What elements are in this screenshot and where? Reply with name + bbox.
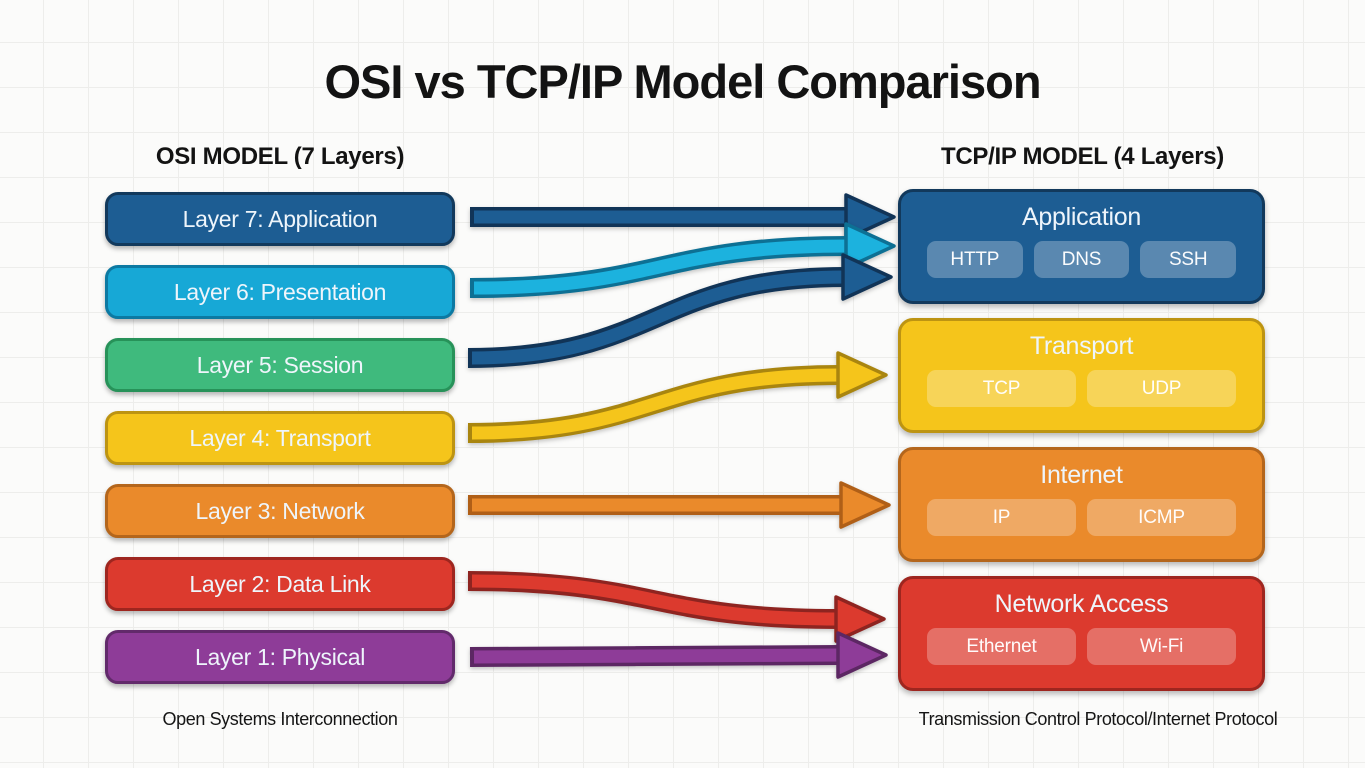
- osi-layer-label: Layer 3: Network: [195, 497, 365, 524]
- osi-layer-label: Layer 4: Transport: [189, 424, 371, 451]
- protocol-chip-ssh: SSH: [1140, 241, 1237, 278]
- osi-layer-6-presentation: Layer 6: Presentation: [105, 265, 455, 319]
- osi-layer-7-application: Layer 7: Application: [105, 192, 455, 246]
- tcpip-layer-title: Internet: [1040, 461, 1123, 489]
- protocol-chip-ip: IP: [927, 499, 1076, 536]
- arrow-layer7-to-application: [470, 193, 896, 241]
- arrow-layer2-to-network-access: [467, 571, 886, 643]
- tcpip-layer-transport: Transport TCP UDP: [898, 318, 1265, 433]
- arrow-layer5-to-application: [467, 253, 893, 368]
- protocol-chip-row: Ethernet Wi-Fi: [901, 628, 1262, 665]
- protocol-chip-wifi: Wi-Fi: [1087, 628, 1236, 665]
- osi-layer-label: Layer 6: Presentation: [173, 278, 387, 305]
- protocol-chip-icmp: ICMP: [1087, 499, 1236, 536]
- arrow-layer4-to-transport: [467, 351, 888, 443]
- tcpip-column-heading: TCP/IP MODEL (4 Layers): [941, 143, 1224, 170]
- tcpip-layer-stack: Application HTTP DNS SSH Transport TCP U…: [898, 189, 1265, 705]
- protocol-chip-dns: DNS: [1033, 241, 1130, 278]
- osi-layer-label: Layer 5: Session: [196, 351, 364, 378]
- osi-layer-4-transport: Layer 4: Transport: [105, 411, 455, 465]
- osi-layer-3-network: Layer 3: Network: [105, 484, 455, 538]
- tcpip-footnote: Transmission Control Protocol/Internet P…: [918, 709, 1278, 729]
- tcpip-layer-application: Application HTTP DNS SSH: [898, 189, 1265, 304]
- protocol-chip-row: IP ICMP: [901, 499, 1262, 536]
- arrow-layer6-to-application: [469, 222, 896, 298]
- osi-layer-label: Layer 1: Physical: [194, 643, 366, 670]
- osi-layer-stack: Layer 7: Application Layer 6: Presentati…: [105, 192, 455, 703]
- arrow-layer1-to-network-access: [469, 631, 888, 679]
- osi-layer-5-session: Layer 5: Session: [105, 338, 455, 392]
- osi-layer-2-data-link: Layer 2: Data Link: [105, 557, 455, 611]
- tcpip-layer-title: Transport: [1029, 332, 1134, 360]
- osi-column-heading: OSI MODEL (7 Layers): [155, 143, 405, 170]
- tcpip-layer-title: Application: [1021, 203, 1141, 231]
- osi-layer-label: Layer 7: Application: [182, 205, 378, 232]
- protocol-chip-row: TCP UDP: [901, 370, 1262, 407]
- arrow-layer3-to-internet: [468, 481, 891, 529]
- tcpip-layer-title: Network Access: [994, 590, 1169, 618]
- osi-footnote: Open Systems Interconnection: [162, 709, 398, 729]
- protocol-chip-row: HTTP DNS SSH: [901, 241, 1262, 278]
- tcpip-layer-network-access: Network Access Ethernet Wi-Fi: [898, 576, 1265, 691]
- tcpip-layer-internet: Internet IP ICMP: [898, 447, 1265, 562]
- page-title: OSI vs TCP/IP Model Comparison: [324, 55, 1041, 108]
- protocol-chip-tcp: TCP: [927, 370, 1076, 407]
- osi-layer-1-physical: Layer 1: Physical: [105, 630, 455, 684]
- osi-layer-label: Layer 2: Data Link: [189, 570, 371, 597]
- protocol-chip-http: HTTP: [927, 241, 1023, 278]
- protocol-chip-udp: UDP: [1087, 370, 1236, 407]
- protocol-chip-ethernet: Ethernet: [927, 628, 1076, 665]
